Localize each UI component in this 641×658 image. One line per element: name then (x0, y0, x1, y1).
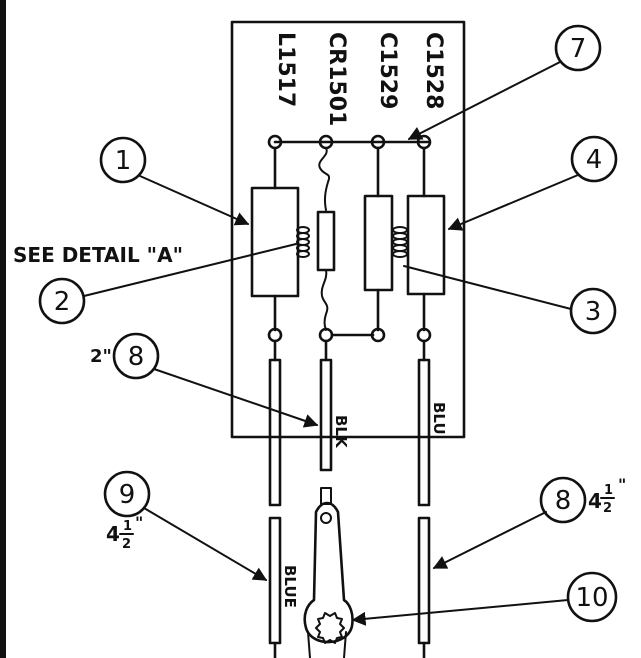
leader-10 (351, 599, 569, 626)
callout-8-left-label: 9 (119, 480, 136, 510)
leader-7 (407, 61, 561, 140)
callout-2-label: 2 (54, 287, 71, 317)
callout-3-label: 3 (585, 297, 602, 327)
component-label-l1517: L1517 (273, 32, 298, 107)
leader-1 (139, 175, 250, 226)
callout-4-label: 4 (586, 145, 603, 175)
ring-terminal-lug (303, 487, 354, 658)
callout-8-left (103, 470, 151, 518)
callout-1 (99, 136, 147, 184)
diode-cr1501 (316, 210, 336, 272)
callout-4 (570, 135, 618, 183)
capacitor-c1528 (406, 194, 446, 296)
leader-8-right (432, 511, 547, 569)
callout-8-right (539, 476, 587, 524)
component-label-c1529: C1529 (375, 32, 400, 109)
callout-9-label: 8 (128, 342, 145, 372)
circuit-board (230, 20, 466, 439)
capacitor-c1529 (363, 194, 394, 292)
callout-7-label: 7 (570, 34, 587, 64)
lead-cr1501-bottom (320, 269, 329, 331)
leader-9 (153, 368, 319, 428)
component-label-c1528: C1528 (421, 32, 446, 109)
wire-label-blk: BLK (332, 415, 350, 449)
dimension-left-inch: " (135, 513, 143, 532)
page-edge (0, 0, 6, 658)
dimension-left-den: 2 (122, 537, 131, 552)
dimension-left-whole: 4 (106, 522, 120, 546)
dimension-right-whole: 4 (588, 489, 602, 513)
lead-cr1501-top (318, 147, 330, 211)
inductor-l1517 (250, 186, 300, 298)
callout-7 (554, 24, 602, 72)
component-label-cr1501: CR1501 (324, 32, 349, 126)
dimension-right-num: 1 (604, 483, 613, 498)
leader-4 (447, 174, 579, 231)
dimension-left-num: 1 (123, 519, 132, 534)
callout-10 (566, 571, 618, 623)
coil-winding-left (296, 226, 310, 258)
dimension-right-inch: " (618, 475, 626, 494)
wire-label-blu: BLU (430, 402, 448, 435)
callout-2 (38, 277, 86, 325)
wire-label-blue: BLUE (281, 565, 299, 608)
callout-1-label: 1 (115, 146, 132, 176)
detail-note: SEE DETAIL "A" (13, 243, 183, 267)
terminal-bottom-c1529 (370, 327, 386, 343)
callout-3 (569, 287, 617, 335)
coil-winding-right (392, 226, 408, 258)
wire-sleeve-blu (417, 358, 431, 507)
callout-10-label: 10 (575, 583, 608, 613)
wire-sleeve-blk (319, 358, 333, 472)
dimension-right-den: 2 (603, 501, 612, 516)
wire-sleeve-l1517 (268, 358, 282, 507)
lower-sleeve-left (268, 516, 282, 645)
leader-3 (403, 265, 572, 310)
leader-2 (83, 243, 297, 297)
leader-8-left (143, 507, 268, 581)
callout-9 (112, 332, 160, 380)
lower-sleeve-right (417, 516, 431, 645)
callout-8-right-label: 8 (555, 486, 572, 516)
dimension-2-inch: 2" (90, 346, 112, 367)
